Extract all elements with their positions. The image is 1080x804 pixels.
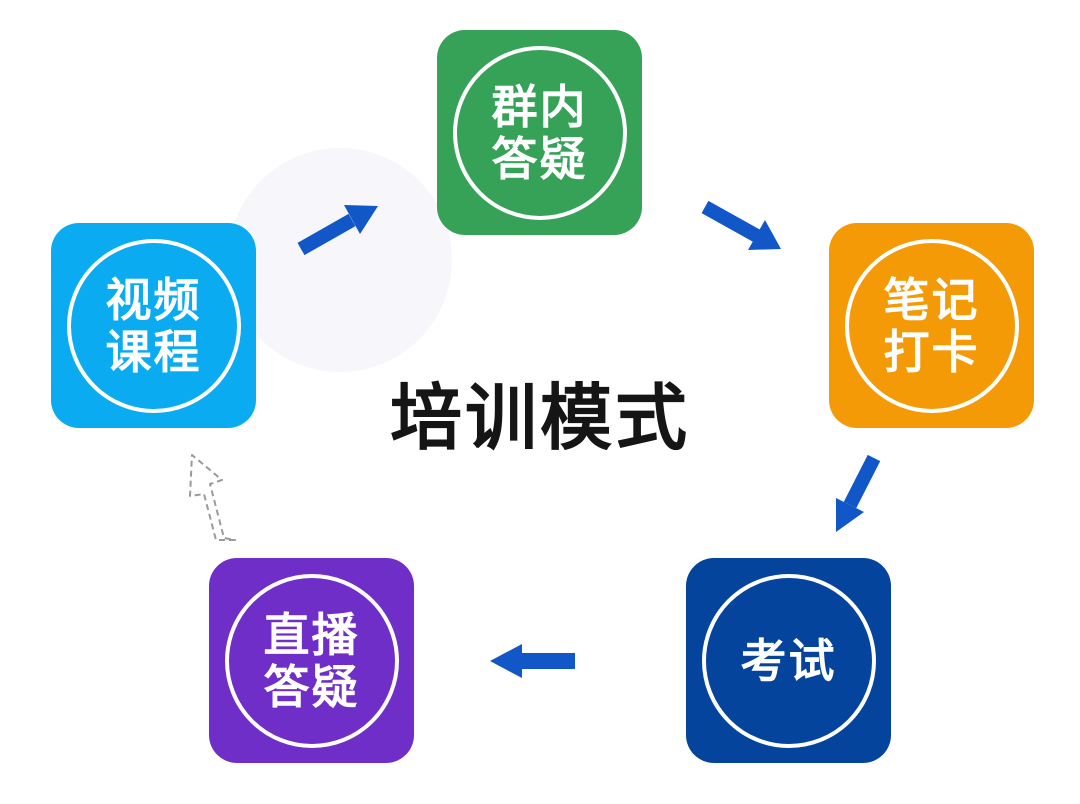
node-label-line: 笔记 [883, 272, 980, 327]
node-ring: 群内 答疑 [452, 45, 627, 220]
node-label-line: 考试 [740, 633, 837, 688]
arrow-notes-to-exam [836, 454, 881, 532]
node-ring: 考试 [701, 573, 876, 748]
node-video-course: 视频 课程 [51, 223, 256, 428]
node-ring: 直播 答疑 [224, 573, 399, 748]
node-ring: 笔记 打卡 [844, 238, 1019, 413]
node-exam: 考试 [686, 558, 891, 763]
node-label-line: 视频 [105, 272, 202, 327]
arrow-group-to-notes [701, 200, 781, 250]
node-label-line: 课程 [105, 324, 202, 379]
node-live-qa: 直播 答疑 [209, 558, 414, 763]
center-title: 培训模式 [389, 376, 690, 460]
node-notes-checkin: 笔记 打卡 [829, 223, 1034, 428]
node-group-qa: 群内 答疑 [437, 30, 642, 235]
node-ring: 视频 课程 [66, 238, 241, 413]
node-label-line: 打卡 [883, 324, 980, 379]
arrow-live-to-video [189, 454, 236, 541]
arrow-video-to-group [297, 205, 378, 256]
node-label-line: 直播 [263, 607, 360, 662]
background-circle [228, 148, 452, 372]
node-label-line: 群内 [491, 79, 588, 134]
node-label-line: 答疑 [263, 659, 360, 714]
arrow-exam-to-live [490, 644, 575, 678]
node-label-line: 答疑 [491, 131, 588, 186]
